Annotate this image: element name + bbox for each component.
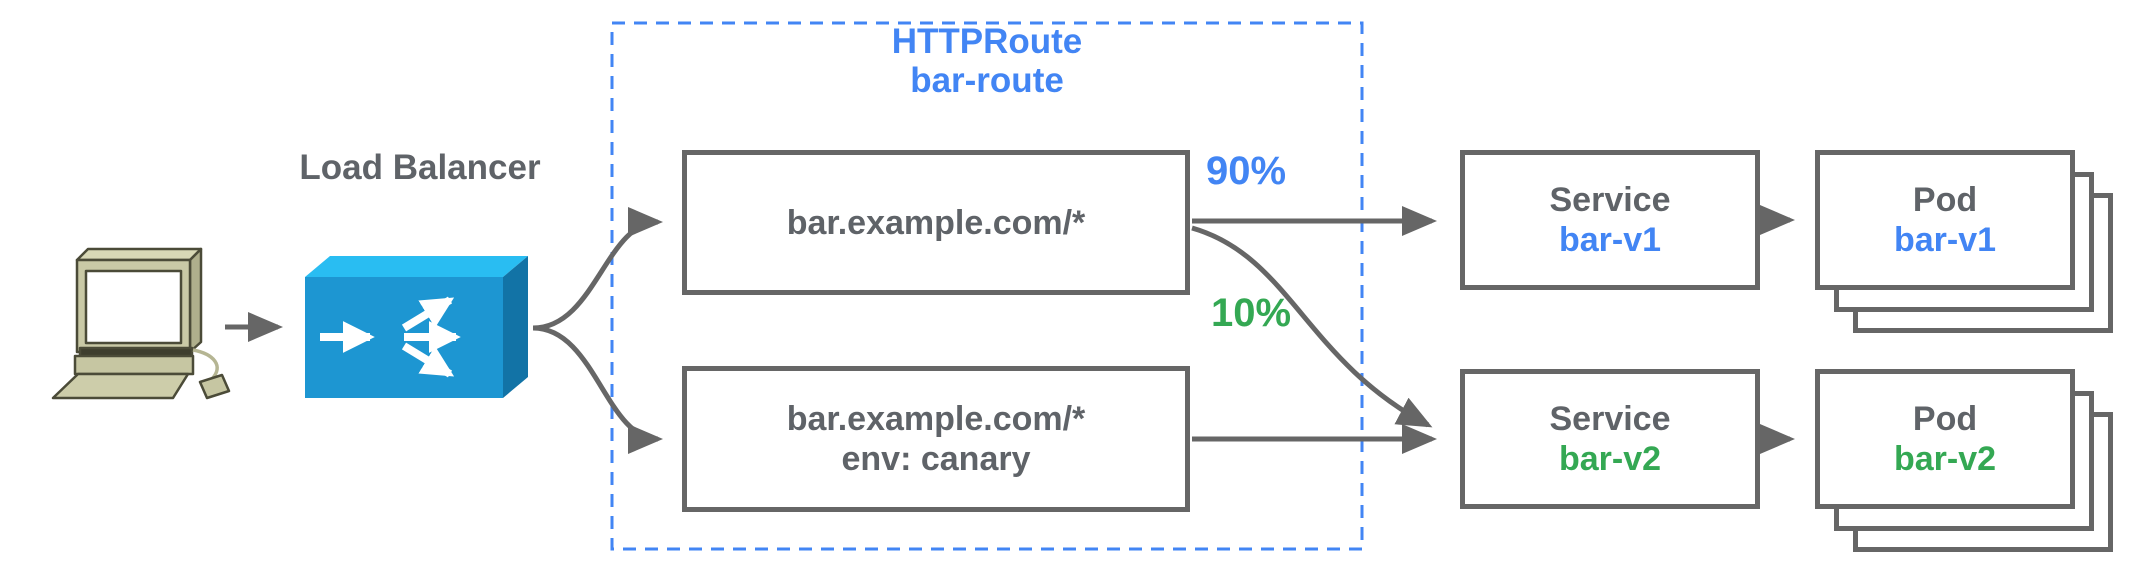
rule2-header-label: env: canary <box>841 440 1031 478</box>
pod1-kind-label: Pod <box>1912 181 1978 219</box>
rule2-match-label: bar.example.com/* <box>786 400 1086 438</box>
service1-name-label: bar-v1 <box>1558 221 1662 259</box>
pod2-name-label: bar-v2 <box>1893 440 1997 478</box>
arrow-rule1-to-service2 <box>1191 225 1433 428</box>
connector-arrows <box>225 205 1795 454</box>
lb-split-arrows <box>320 296 461 378</box>
lb-top-face <box>305 256 528 277</box>
httproute-group-title: HTTPRoute bar-route <box>787 22 1187 100</box>
keyboard <box>51 372 190 400</box>
weight-label-90: 90% <box>1206 149 1287 193</box>
computer-base <box>73 354 195 376</box>
service2-kind-label: Service <box>1549 400 1671 438</box>
load-balancer-label: Load Balancer <box>299 148 541 187</box>
monitor-side-face <box>188 247 203 354</box>
rule-box-default: bar.example.com/* <box>682 150 1190 295</box>
pod2-kind-label: Pod <box>1912 400 1978 438</box>
httproute-name-label: bar-route <box>910 61 1064 100</box>
pod1-name-label: bar-v1 <box>1893 221 1997 259</box>
service-box-bar-v2: Service bar-v2 <box>1460 369 1760 509</box>
httproute-group-border <box>610 21 1364 551</box>
load-balancer-icon <box>305 256 528 398</box>
arrow-lb-to-rule1 <box>532 207 663 331</box>
rule-box-canary: bar.example.com/* env: canary <box>682 366 1190 512</box>
arrow-lb-to-rule2 <box>532 325 663 454</box>
pod-box-bar-v1: Pod bar-v1 <box>1815 150 2075 290</box>
mouse <box>198 373 231 400</box>
service2-name-label: bar-v2 <box>1558 440 1662 478</box>
weight-label-10: 10% <box>1211 291 1292 335</box>
monitor-top-face <box>75 247 203 262</box>
httproute-kind-label: HTTPRoute <box>891 22 1083 61</box>
rule1-match-label: bar.example.com/* <box>786 203 1086 242</box>
desktop-computer-icon <box>51 247 231 400</box>
pod-box-bar-v2: Pod bar-v2 <box>1815 369 2075 509</box>
service-box-bar-v1: Service bar-v1 <box>1460 150 1760 290</box>
monitor-screen <box>84 269 183 345</box>
mouse-cable <box>192 348 219 381</box>
service1-kind-label: Service <box>1549 181 1671 219</box>
lb-side-face <box>503 256 528 398</box>
